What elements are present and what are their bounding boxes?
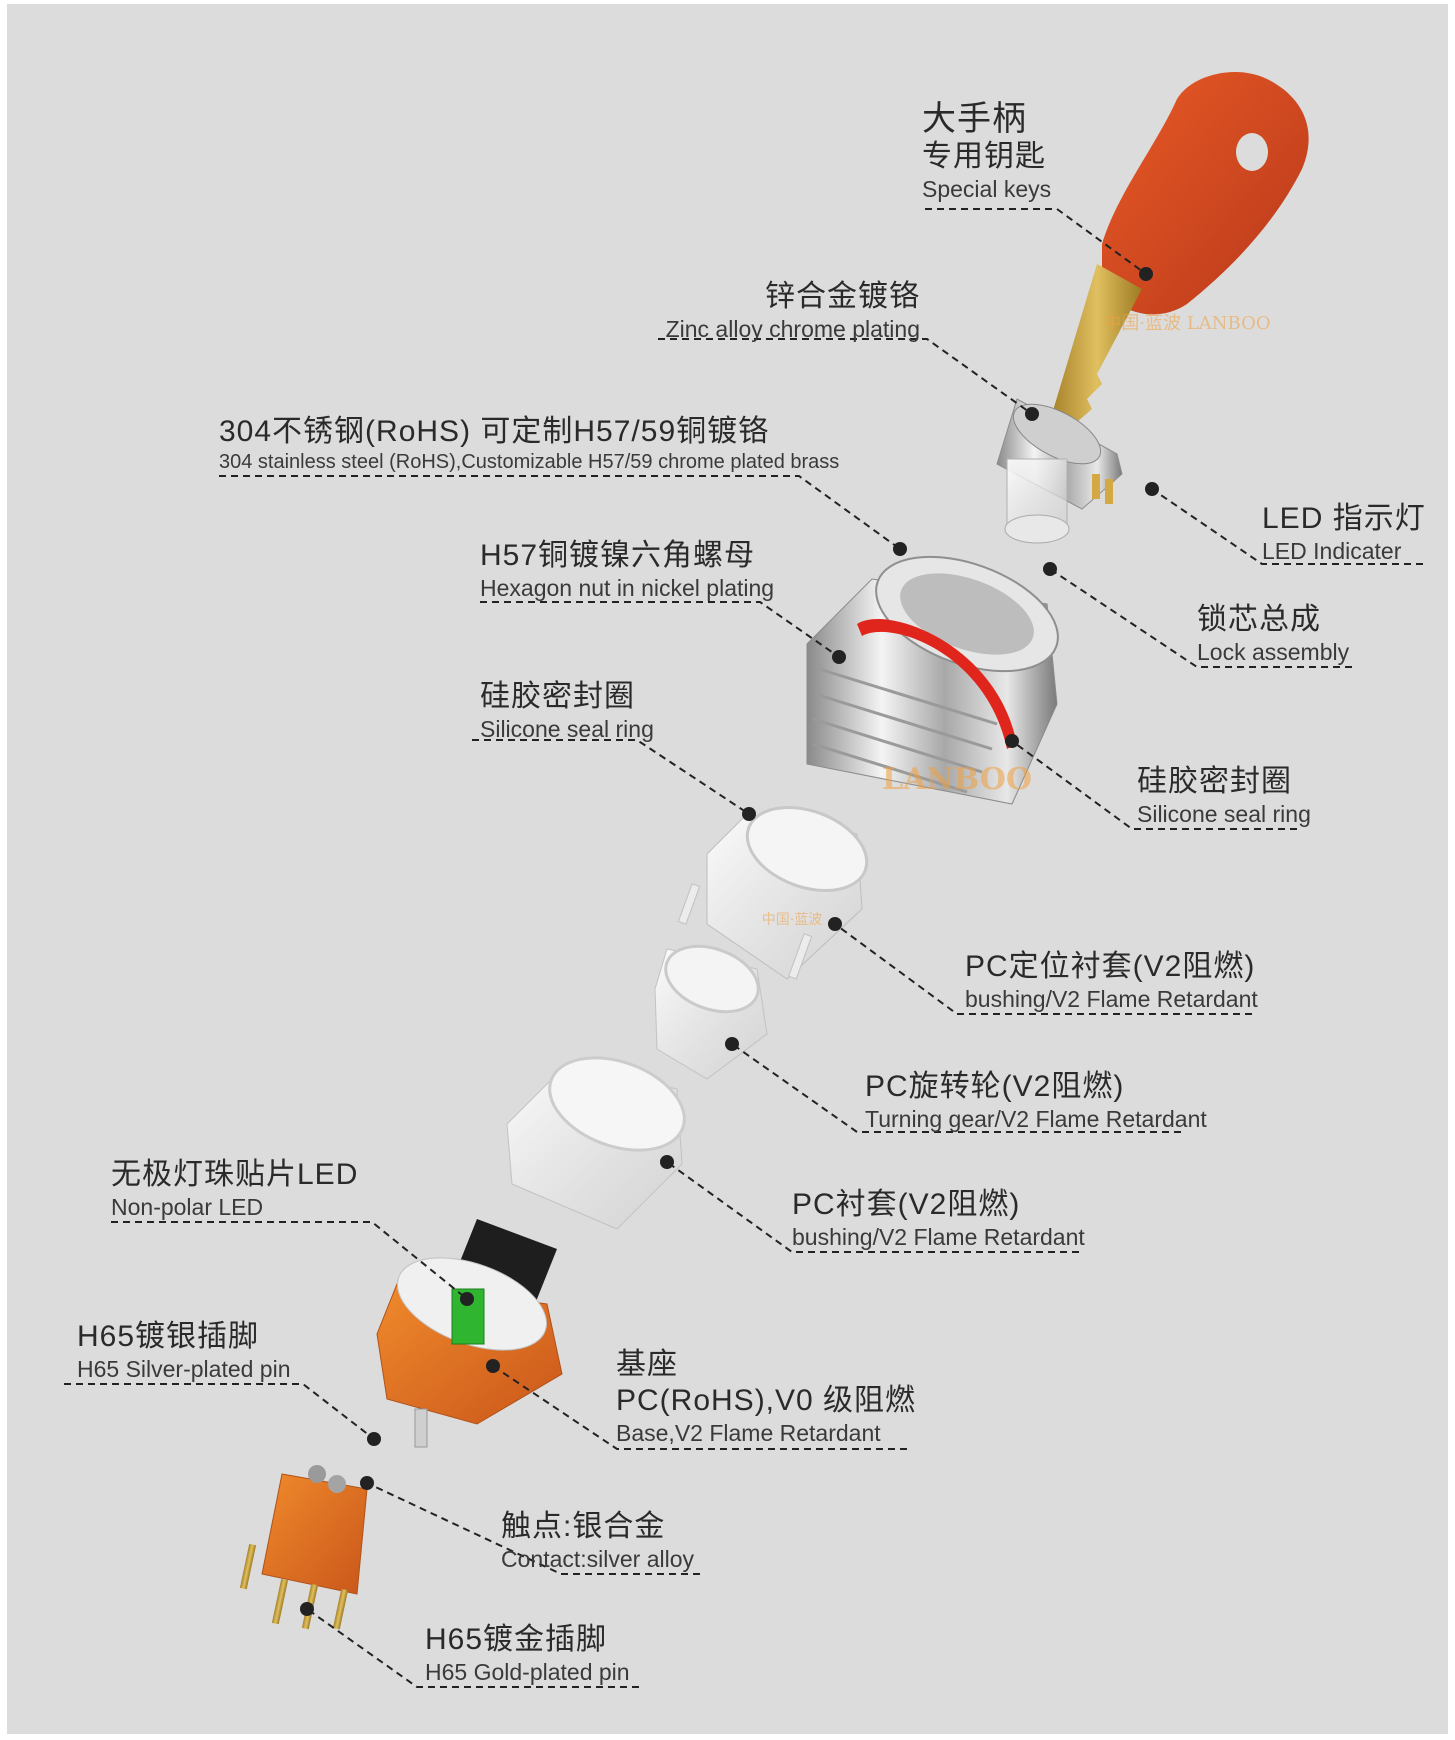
label-en: Contact:silver alloy xyxy=(501,1546,695,1572)
label-zh: 锌合金镀铬 xyxy=(765,280,920,313)
label-en: Zinc alloy chrome plating xyxy=(665,316,920,342)
label-stainless-steel: 304不锈钢(RoHS) 可定制H57/59铜镀铬 304 stainless … xyxy=(219,414,839,474)
label-zh: 硅胶密封圈 xyxy=(1137,765,1292,798)
label-zinc-alloy: 锌合金镀铬 Zinc alloy chrome plating xyxy=(666,279,920,343)
label-zh: H65镀银插脚 xyxy=(77,1320,260,1353)
label-zh: H57铜镀镍六角螺母 xyxy=(480,539,756,572)
watermark: 中国·蓝波 LANBOO LANBOO 中国·蓝波 xyxy=(762,313,1271,928)
label-led-indicator: LED 指示灯 LED Indicater xyxy=(1262,501,1426,565)
label-silicone-seal-1: 硅胶密封圈 Silicone seal ring xyxy=(480,679,654,743)
label-zh: 锁芯总成 xyxy=(1197,603,1321,636)
label-zh: LED 指示灯 xyxy=(1262,502,1426,535)
pc-bushing xyxy=(506,1056,686,1230)
label-gold-pin: H65镀金插脚 H65 Gold-plated pin xyxy=(425,1622,630,1686)
label-silicone-seal-2: 硅胶密封圈 Silicone seal ring xyxy=(1137,764,1311,828)
label-zh-line1: 基座 xyxy=(616,1348,678,1381)
label-zh: H65镀金插脚 xyxy=(425,1623,608,1656)
label-zh: PC旋转轮(V2阻燃) xyxy=(865,1070,1125,1103)
special-key xyxy=(1052,71,1309,429)
leader-dots xyxy=(300,267,1159,1616)
label-non-polar-led: 无极灯珠贴片LED Non-polar LED xyxy=(111,1157,358,1221)
label-lock-assembly: 锁芯总成 Lock assembly xyxy=(1197,602,1349,666)
label-en: LED Indicater xyxy=(1262,538,1402,564)
label-en: Non-polar LED xyxy=(111,1194,264,1220)
label-en: Silicone seal ring xyxy=(480,716,654,742)
label-zh: 304不锈钢(RoHS) 可定制H57/59铜镀铬 xyxy=(219,415,770,448)
exploded-view-illustration: 中国·蓝波 LANBOO LANBOO 中国·蓝波 xyxy=(64,71,1423,1688)
label-base: 基座 PC(RoHS),V0 级阻燃 Base,V2 Flame Retarda… xyxy=(616,1347,916,1447)
label-zh: PC定位衬套(V2阻燃) xyxy=(965,950,1256,983)
label-en: Turning gear/V2 Flame Retardant xyxy=(865,1106,1207,1132)
label-en: Base,V2 Flame Retardant xyxy=(616,1420,881,1446)
contact-block xyxy=(239,1465,368,1630)
label-en: bushing/V2 Flame Retardant xyxy=(965,986,1258,1012)
label-zh-line1: 大手柄 xyxy=(922,100,1027,138)
label-zh: 无极灯珠贴片LED xyxy=(111,1158,359,1191)
diagram-canvas: 中国·蓝波 LANBOO LANBOO 中国·蓝波 xyxy=(7,4,1448,1734)
key-hole xyxy=(1236,133,1268,171)
base-assembly xyxy=(376,1219,563,1448)
pc-turning-gear xyxy=(654,944,768,1080)
label-zh-line2: PC(RoHS),V0 级阻燃 xyxy=(616,1384,917,1417)
label-silver-pin: H65镀银插脚 H65 Silver-plated pin xyxy=(77,1319,291,1383)
label-zh-line2: 专用钥匙 xyxy=(922,140,1046,173)
leader-lines xyxy=(64,208,1423,1688)
label-en: Lock assembly xyxy=(1197,639,1350,665)
label-contact: 触点:银合金 Contact:silver alloy xyxy=(501,1509,694,1573)
key-blade xyxy=(1052,264,1142,429)
key-handle xyxy=(1102,71,1309,315)
label-en: bushing/V2 Flame Retardant xyxy=(792,1224,1085,1250)
label-pc-bushing: PC衬套(V2阻燃) bushing/V2 Flame Retardant xyxy=(792,1187,1085,1251)
svg-text:LANBOO: LANBOO xyxy=(882,762,1032,797)
pc-positioning-bushing xyxy=(677,805,869,980)
svg-text:中国·蓝波 LANBOO: 中国·蓝波 LANBOO xyxy=(1103,313,1270,334)
label-en: H65 Gold-plated pin xyxy=(425,1659,630,1685)
label-en: Special keys xyxy=(922,176,1052,202)
label-zh: 硅胶密封圈 xyxy=(480,680,635,713)
seal-ring-red xyxy=(857,619,1017,749)
label-pc-positioning-bushing: PC定位衬套(V2阻燃) bushing/V2 Flame Retardant xyxy=(965,949,1258,1013)
svg-text:中国·蓝波: 中国·蓝波 xyxy=(762,912,822,928)
label-zh: 触点:银合金 xyxy=(501,1510,666,1543)
label-special-key: 大手柄 专用钥匙 Special keys xyxy=(922,99,1051,203)
lock-cylinder xyxy=(996,398,1123,544)
label-zh: PC衬套(V2阻燃) xyxy=(792,1188,1021,1221)
metal-housing xyxy=(806,555,1059,805)
label-en: 304 stainless steel (RoHS),Customizable … xyxy=(219,451,840,473)
label-pc-turning-gear: PC旋转轮(V2阻燃) Turning gear/V2 Flame Retard… xyxy=(865,1069,1207,1133)
label-en: Hexagon nut in nickel plating xyxy=(480,575,775,601)
label-en: Silicone seal ring xyxy=(1137,801,1311,827)
label-en: H65 Silver-plated pin xyxy=(77,1356,291,1382)
label-hex-nut: H57铜镀镍六角螺母 Hexagon nut in nickel plating xyxy=(480,538,774,602)
